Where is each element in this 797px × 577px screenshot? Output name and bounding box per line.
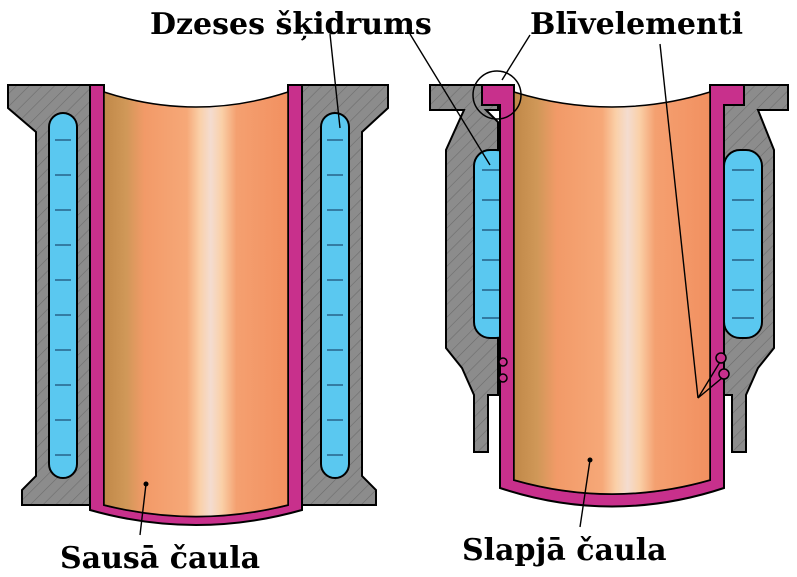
label-dry-liner: Sausā čaula [60,541,260,576]
wet-coolant-pocket-right [723,149,763,339]
dry-liner-assembly [7,84,389,526]
label-coolant: Dzeses šķidrums [150,7,432,42]
wet-liner-assembly [429,70,789,508]
dry-coolant-channel-left [48,112,78,479]
label-seals: Blīvelementi [530,7,743,42]
dry-liner-bore [103,90,289,518]
wet-liner-bore [513,90,711,495]
dry-coolant-dashes [55,139,343,456]
wet-seal-rings [498,352,730,383]
flange-detail-circle [472,70,522,120]
dry-coolant-channel-right [320,112,350,479]
leader-lines [139,33,723,536]
label-wet-liner: Slapjā čaula [462,533,667,568]
